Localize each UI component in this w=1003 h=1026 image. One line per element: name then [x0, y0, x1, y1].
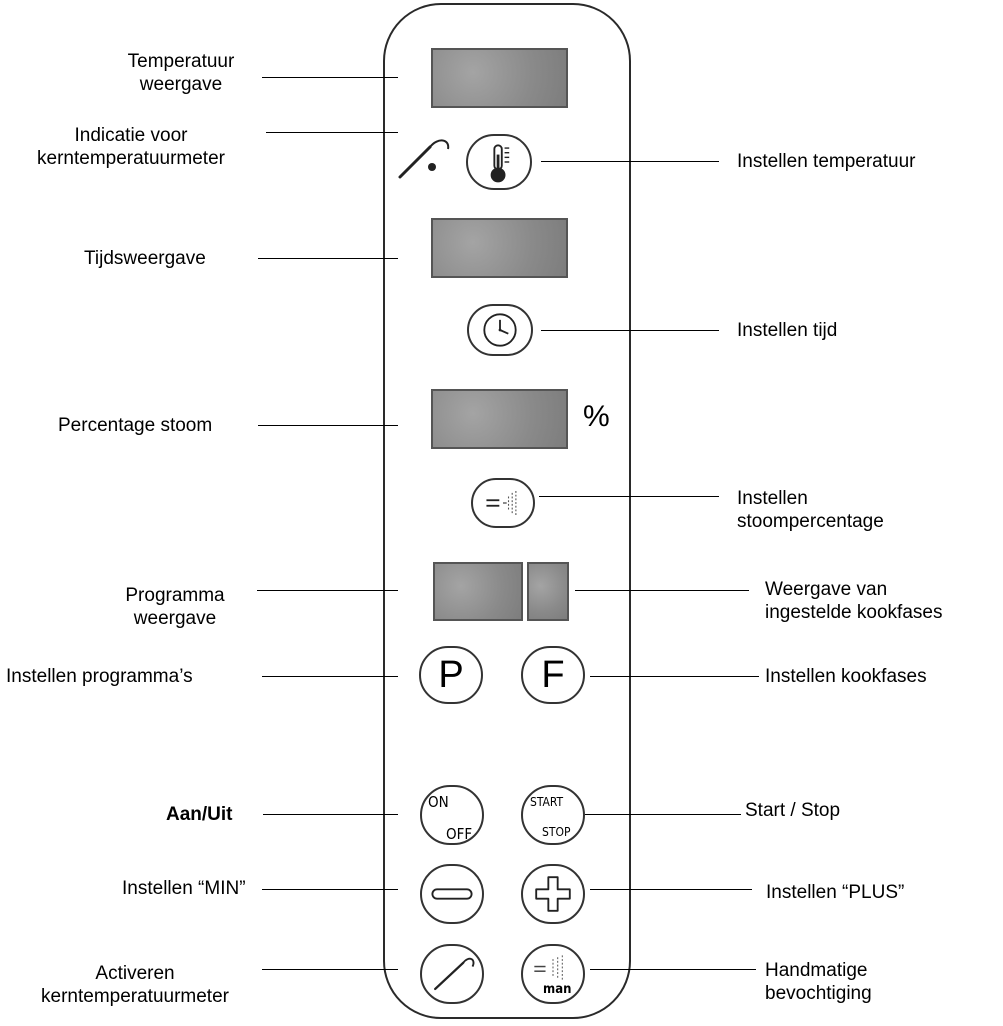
- label-line: Handmatige: [765, 960, 868, 981]
- leader-line: [541, 330, 719, 331]
- label-line: kerntemperatuurmeter: [41, 986, 229, 1007]
- program-button-label: P: [438, 654, 464, 696]
- cooking-phase-display: [527, 562, 569, 621]
- label-line: kerntemperatuurmeter: [37, 148, 225, 169]
- clock-icon: [483, 313, 517, 347]
- plus-button[interactable]: [521, 864, 585, 924]
- set-temperature-button[interactable]: [466, 134, 532, 190]
- percent-symbol: %: [583, 400, 610, 433]
- manual-humidification-button[interactable]: man: [521, 944, 585, 1004]
- leader-line: [262, 676, 398, 677]
- set-steam-percentage-button[interactable]: [471, 478, 535, 528]
- label-line: Activeren: [95, 963, 175, 984]
- set-time-button[interactable]: [467, 304, 533, 356]
- man-label: man: [543, 982, 572, 997]
- label-line: weergave: [133, 608, 217, 629]
- core-probe-indicator-icon: [398, 139, 450, 179]
- on-label: ON: [428, 793, 449, 811]
- leader-line: [585, 814, 741, 815]
- label-instellen-tijd: Instellen tijd: [737, 320, 838, 341]
- label-instellen-stoompercentage: Instellen stoompercentage: [737, 487, 884, 533]
- time-display: [431, 218, 568, 278]
- off-label: OFF: [446, 825, 473, 843]
- label-aan-uit: Aan/Uit: [166, 804, 233, 825]
- leader-line: [541, 161, 719, 162]
- label-line: Temperatuur: [127, 51, 235, 72]
- label-temperatuur-weergave: Temperatuur weergave: [106, 50, 256, 96]
- leader-line: [262, 889, 398, 890]
- plus-icon: [535, 876, 571, 912]
- label-start-stop: Start / Stop: [745, 800, 841, 821]
- label-line: weergave: [139, 74, 223, 95]
- start-label: START: [530, 795, 564, 809]
- label-handmatige-bevochtiging: Handmatige bevochtiging: [765, 959, 872, 1005]
- steam-icon: [534, 955, 563, 980]
- minus-icon: [431, 888, 473, 900]
- stop-label: STOP: [542, 825, 571, 839]
- steam-percentage-display: [431, 389, 568, 449]
- label-instellen-kookfases: Instellen kookfases: [765, 666, 927, 687]
- leader-line: [266, 132, 398, 133]
- cooking-phase-button-label: F: [541, 654, 565, 696]
- leader-line: [590, 969, 756, 970]
- leader-line: [262, 969, 398, 970]
- leader-line: [590, 889, 752, 890]
- leader-line: [539, 496, 719, 497]
- label-line: Programma: [125, 585, 225, 606]
- temperature-display: [431, 48, 568, 108]
- leader-line: [590, 676, 759, 677]
- label-percentage-stoom: Percentage stoom: [58, 415, 213, 436]
- label-line: Instellen: [737, 488, 808, 509]
- label-instellen-temperatuur: Instellen temperatuur: [737, 151, 916, 172]
- leader-line: [257, 590, 398, 591]
- program-button[interactable]: P: [419, 646, 483, 704]
- label-line: bevochtiging: [765, 983, 872, 1004]
- on-off-button[interactable]: ON OFF: [420, 785, 484, 845]
- label-instellen-plus: Instellen “PLUS”: [766, 882, 905, 903]
- min-button[interactable]: [420, 864, 484, 924]
- leader-line: [263, 814, 398, 815]
- core-probe-icon: [434, 957, 475, 991]
- label-line: Weergave van: [765, 579, 888, 600]
- leader-line: [262, 77, 398, 78]
- label-activeren-kerntemperatuurmeter: Activeren kerntemperatuurmeter: [0, 962, 270, 1008]
- label-instellen-programmas: Instellen programma’s: [6, 666, 193, 687]
- label-indicatie-kerntemperatuurmeter: Indicatie voor kerntemperatuurmeter: [0, 124, 262, 170]
- label-weergave-kookfases: Weergave van ingestelde kookfases: [765, 578, 942, 624]
- program-display: [433, 562, 523, 621]
- leader-line: [258, 425, 398, 426]
- label-line: ingestelde kookfases: [765, 602, 943, 623]
- label-line: Indicatie voor: [74, 125, 188, 146]
- leader-line: [575, 590, 749, 591]
- label-line: stoompercentage: [737, 511, 884, 532]
- thermometer-icon: [490, 144, 510, 183]
- cooking-phase-button[interactable]: F: [521, 646, 585, 704]
- leader-line: [258, 258, 398, 259]
- steam-icon: [486, 491, 517, 515]
- core-probe-button[interactable]: [420, 944, 484, 1004]
- label-tijdsweergave: Tijdsweergave: [84, 248, 206, 269]
- label-programma-weergave: Programma weergave: [100, 584, 250, 630]
- label-instellen-min: Instellen “MIN”: [122, 878, 246, 899]
- start-stop-button[interactable]: START STOP: [521, 785, 585, 845]
